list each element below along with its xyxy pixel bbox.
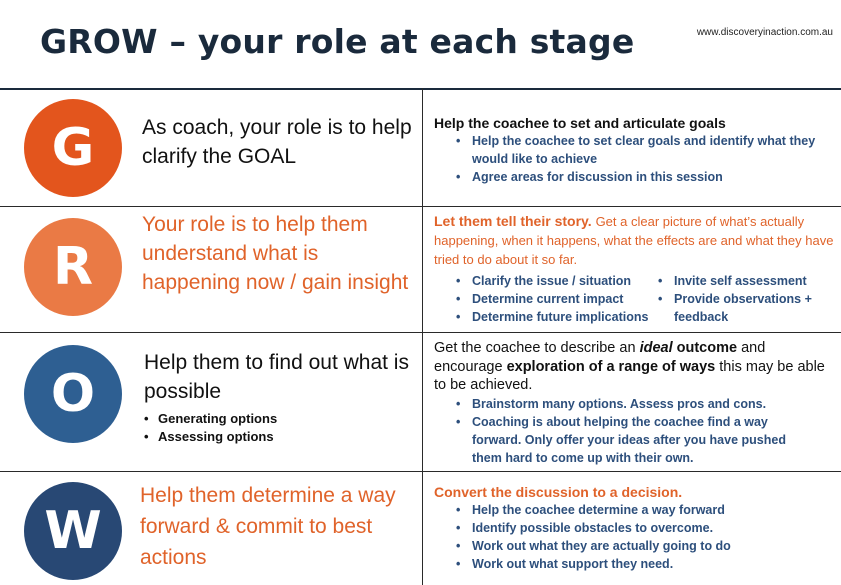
list-item: Agree areas for discussion in this sessi… — [456, 168, 834, 186]
options-lead-ideal: ideal — [639, 340, 673, 356]
goal-letter-icon: G — [24, 99, 122, 197]
goal-letter: G — [51, 118, 95, 178]
reality-letter-icon: R — [24, 218, 122, 316]
list-item: Determine future implications — [456, 308, 656, 326]
list-item: Work out what support they need. — [456, 555, 834, 573]
list-item: Invite self assessment — [658, 272, 833, 290]
list-item: Clarify the issue / situation — [456, 272, 656, 290]
options-lead-3: this may be able to be achieved. — [434, 358, 825, 394]
way-forward-lead: Convert the discussion to a decision. — [434, 484, 683, 500]
list-item: Help the coachee to set clear goals and … — [456, 132, 834, 168]
way-forward-role-text: Help them determine a way forward & comm… — [140, 484, 396, 569]
options-letter-icon: O — [24, 345, 122, 443]
reality-bullets-left: Clarify the issue / situation Determine … — [434, 272, 656, 326]
way-forward-bullets: Help the coachee determine a way forward… — [434, 501, 834, 573]
list-item: Work out what they are actually going to… — [456, 537, 834, 555]
options-role-bullets: Generating options Assessing options — [144, 410, 414, 446]
goal-role-text: As coach, your role is to help clarify t… — [142, 116, 412, 168]
options-role: Help them to find out what is possible G… — [144, 348, 414, 446]
page-title: GROW – your role at each stage — [40, 22, 635, 61]
row-divider — [0, 206, 841, 207]
reality-lead-rest: Get a clear picture of what’s actually h… — [434, 214, 834, 267]
reality-detail: Let them tell their story. Get a clear p… — [434, 212, 834, 326]
options-lead-paragraph: Get the coachee to describe an ideal out… — [434, 339, 834, 395]
options-lead-bold: exploration of a range of ways — [506, 358, 716, 375]
way-forward-letter-icon: W — [24, 482, 122, 580]
list-item: Brainstorm many options. Assess pros and… — [456, 395, 786, 413]
row-divider — [0, 471, 841, 472]
way-forward-letter: W — [44, 501, 102, 561]
options-bullets: Brainstorm many options. Assess pros and… — [434, 395, 786, 467]
row-divider — [0, 332, 841, 333]
list-item: Assessing options — [144, 428, 414, 446]
grow-table: G As coach, your role is to help clarify… — [0, 88, 841, 585]
list-item: Determine current impact — [456, 290, 656, 308]
goal-lead: Help the coachee to set and articulate g… — [434, 115, 726, 131]
list-item: Help the coachee determine a way forward — [456, 501, 834, 519]
list-item: Identify possible obstacles to overcome. — [456, 519, 834, 537]
reality-role-text: Your role is to help them understand wha… — [142, 213, 409, 294]
list-item: Provide observations + feedback — [658, 290, 833, 326]
reality-lead-paragraph: Let them tell their story. Get a clear p… — [434, 212, 834, 269]
list-item: Generating options — [144, 410, 414, 428]
reality-bullets: Clarify the issue / situation Determine … — [434, 272, 834, 326]
options-detail: Get the coachee to describe an ideal out… — [434, 339, 834, 467]
options-letter: O — [50, 364, 96, 424]
goal-bullets: Help the coachee to set clear goals and … — [434, 132, 834, 186]
way-forward-detail: Convert the discussion to a decision. He… — [434, 483, 834, 573]
options-lead-1: Get the coachee to describe an — [434, 340, 636, 356]
table-top-border — [0, 88, 841, 90]
goal-detail: Help the coachee to set and articulate g… — [434, 114, 834, 186]
reality-bullets-right: Invite self assessment Provide observati… — [656, 272, 833, 326]
options-lead-2: and encourage — [434, 340, 766, 375]
options-lead-outcome: outcome — [676, 340, 738, 356]
reality-letter: R — [52, 237, 94, 297]
column-divider — [422, 88, 423, 585]
options-role-text: Help them to find out what is possible — [144, 351, 409, 403]
reality-lead: Let them tell their story. — [434, 213, 592, 229]
list-item: Coaching is about helping the coachee fi… — [456, 413, 786, 467]
website-url: www.discoveryinaction.com.au — [696, 27, 833, 38]
